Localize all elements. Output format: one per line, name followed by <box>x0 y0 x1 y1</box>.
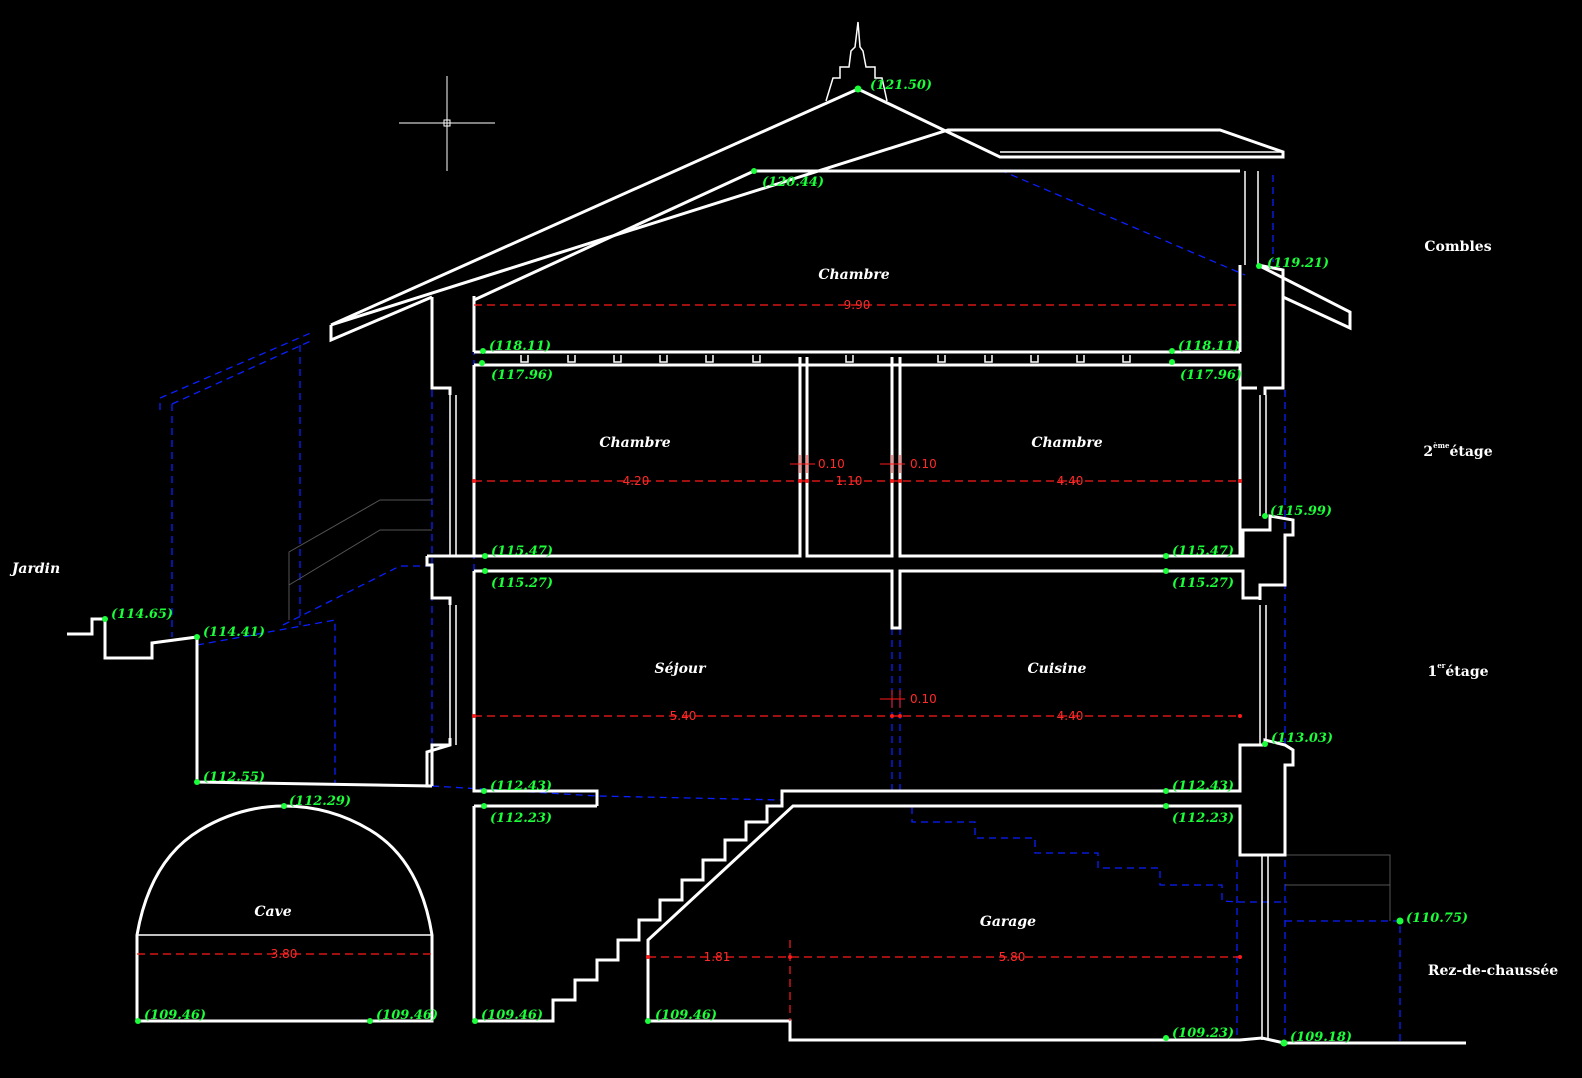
dim-wall-first: 0.10 <box>910 692 937 706</box>
dim-kitchen: 4.40 <box>1057 709 1084 723</box>
dim-bedroom-left: 4.20 <box>623 474 650 488</box>
room-labels: Chambre Chambre Chambre Séjour Cuisine C… <box>254 267 1102 930</box>
elevation-label: (109.46) <box>655 1008 717 1023</box>
dim-cellar: 3.80 <box>271 947 298 961</box>
room-attic: Chambre <box>818 267 889 283</box>
room-kitchen: Cuisine <box>1028 661 1087 677</box>
elevation-label: (119.21) <box>1267 256 1329 271</box>
hidden-lines <box>159 169 1401 1043</box>
garden-label: Jardin <box>9 561 60 577</box>
elevation-label: (120.44) <box>762 175 824 190</box>
elevation-label: (109.23) <box>1172 1026 1234 1041</box>
level-1st-floor: 1erétage <box>1427 661 1488 680</box>
elevation-label: (115.27) <box>491 576 553 591</box>
room-bedroom-left: Chambre <box>599 435 670 451</box>
elevation-label: (115.27) <box>1172 576 1234 591</box>
dim-wall-left: 0.10 <box>818 457 845 471</box>
level-labels: Combles 2èmeétage 1erétage Rez-de-chauss… <box>9 239 1558 979</box>
dim-attic-width: 9.90 <box>844 298 871 312</box>
elevation-label: (115.99) <box>1270 504 1332 519</box>
room-garage: Garage <box>980 914 1036 930</box>
elevation-label: (117.96) <box>1180 368 1242 383</box>
elevation-label: (109.46) <box>144 1008 206 1023</box>
elevation-label: (118.11) <box>489 339 551 354</box>
elevation-label: (115.47) <box>1172 544 1234 559</box>
dim-wall-right: 0.10 <box>910 457 937 471</box>
elevation-label: (121.50) <box>870 78 932 93</box>
elevation-label: (112.43) <box>490 779 552 794</box>
dimension-labels: 9.90 4.20 1.10 4.40 0.10 0.10 5.40 4.40 … <box>271 298 1084 964</box>
ceiling-joists <box>520 355 1131 363</box>
room-living: Séjour <box>655 661 708 677</box>
dimension-lines <box>137 304 1242 1021</box>
elevation-label: (115.47) <box>491 544 553 559</box>
elevation-label: (113.03) <box>1271 731 1333 746</box>
elevation-label: (118.11) <box>1178 339 1240 354</box>
dim-garage: 5.80 <box>999 950 1026 964</box>
elevation-markers: (121.50) (120.44) (119.21) (118.11) (117… <box>102 78 1468 1047</box>
level-ground-floor: Rez-de-chaussée <box>1428 963 1558 979</box>
level-combles: Combles <box>1424 239 1491 255</box>
elevation-label: (114.65) <box>111 607 173 622</box>
elevation-label: (117.96) <box>491 368 553 383</box>
elevation-label: (109.18) <box>1290 1030 1352 1045</box>
elevation-label: (112.23) <box>490 811 552 826</box>
elevation-label: (112.23) <box>1172 811 1234 826</box>
elevation-label: (109.46) <box>481 1008 543 1023</box>
level-2nd-floor: 2èmeétage <box>1423 441 1492 460</box>
elevation-label: (109.46) <box>376 1008 438 1023</box>
room-bedroom-right: Chambre <box>1031 435 1102 451</box>
dim-corridor: 1.10 <box>836 474 863 488</box>
elevation-label: (110.75) <box>1406 911 1468 926</box>
building-structure <box>67 21 1466 1045</box>
dim-bedroom-right: 4.40 <box>1057 474 1084 488</box>
dim-garage-stair: 1.81 <box>704 950 731 964</box>
elevation-label: (114.41) <box>203 625 265 640</box>
elevation-label: (112.29) <box>289 794 351 809</box>
room-cellar: Cave <box>254 904 291 920</box>
railing-lines <box>288 499 1391 921</box>
elevation-label: (112.55) <box>203 770 265 785</box>
dim-living: 5.40 <box>670 709 697 723</box>
elevation-label: (112.43) <box>1172 779 1234 794</box>
crosshair-cursor-icon <box>399 76 495 171</box>
